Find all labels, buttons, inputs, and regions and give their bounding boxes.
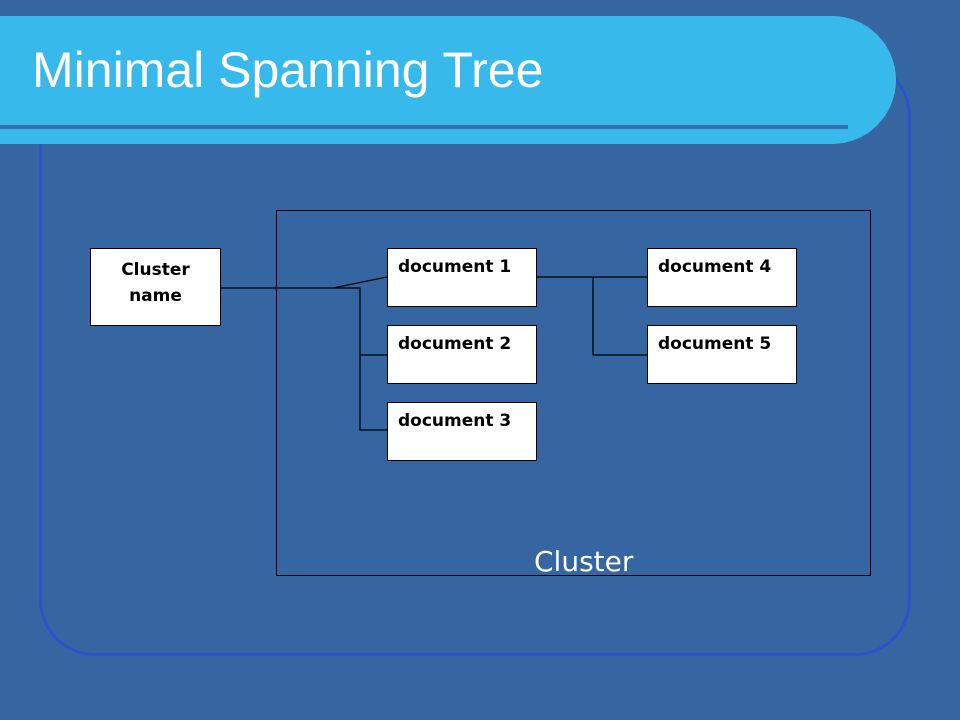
document-1-node: document 1 [387, 248, 537, 307]
edge-document-1-to-document-5 [592, 277, 647, 356]
page-title: Minimal Spanning Tree [32, 42, 544, 98]
document-2-node: document 2 [387, 325, 537, 384]
cluster-name-label-line-2: name [129, 286, 182, 306]
title-bar [0, 16, 896, 144]
title-divider [0, 125, 848, 129]
document-3-node: document 3 [387, 402, 537, 461]
document-4-node: document 4 [647, 248, 797, 307]
document-5-node: document 5 [647, 325, 797, 384]
cluster-name-node: Cluster name [90, 248, 221, 326]
edge-document-1-to-document-2 [333, 287, 387, 356]
cluster-box [276, 210, 871, 576]
edge-document-1-to-document-3 [359, 355, 387, 431]
cluster-label: Cluster [534, 545, 634, 578]
edge-root-to-document-1 [221, 276, 388, 289]
cluster-name-label-line-1: Cluster [121, 260, 190, 280]
